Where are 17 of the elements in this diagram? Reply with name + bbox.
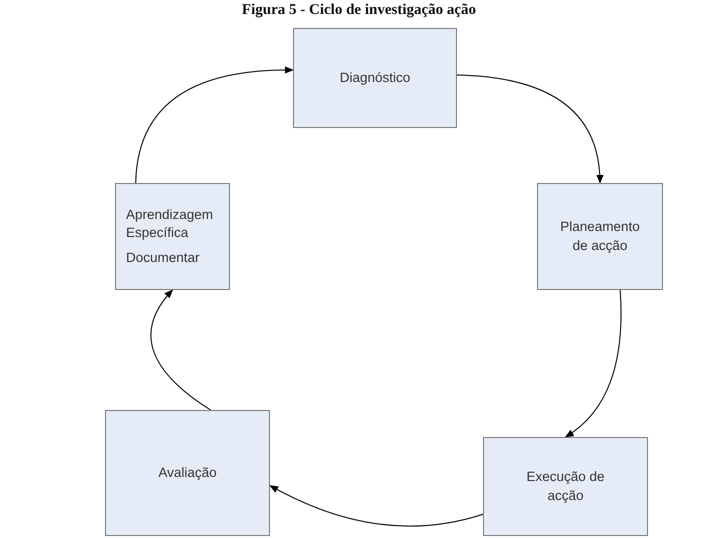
process-box bbox=[293, 28, 457, 128]
box-label: Documentar bbox=[126, 248, 200, 267]
box-label: Diagnóstico bbox=[340, 68, 410, 87]
box-label: Planeamento de acção bbox=[559, 218, 641, 255]
curved-arrow bbox=[564, 290, 622, 438]
process-box bbox=[105, 410, 270, 536]
curved-arrow bbox=[150, 289, 212, 410]
box-label: Avaliação bbox=[158, 464, 217, 482]
figure-title: Figura 5 - Ciclo de investigação ação bbox=[240, 2, 478, 19]
box-label: Execução de acção bbox=[526, 468, 606, 505]
process-box bbox=[115, 183, 230, 290]
curved-arrow bbox=[135, 66, 294, 184]
process-box bbox=[483, 437, 648, 536]
process-box bbox=[537, 183, 663, 290]
box-label: Aprendizagem Específica bbox=[126, 206, 214, 242]
curved-arrow bbox=[456, 74, 604, 184]
curved-arrow bbox=[269, 485, 484, 527]
